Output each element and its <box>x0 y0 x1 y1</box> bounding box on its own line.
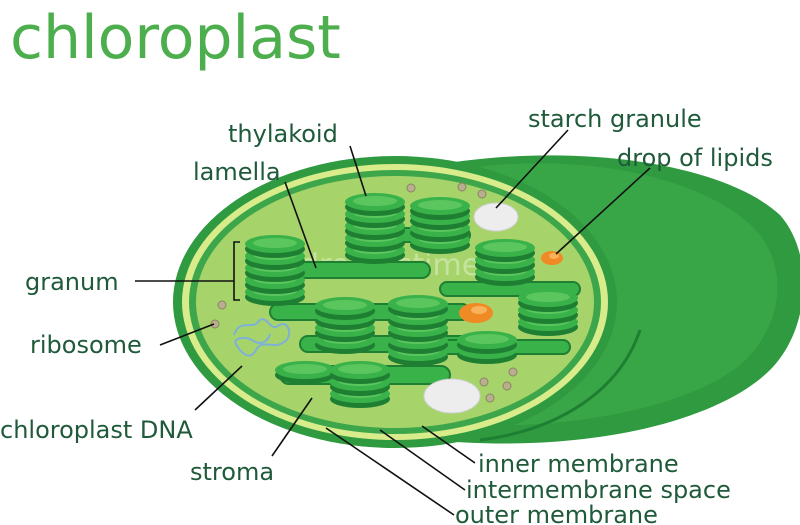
granum-stack <box>388 295 448 366</box>
lipid-drop <box>541 251 563 265</box>
starch-granule <box>423 378 481 414</box>
diagram-title: chloroplast <box>10 3 341 73</box>
label-intermembrane-space: intermembrane space <box>466 476 731 504</box>
label-inner-membrane: inner membrane <box>478 450 679 478</box>
label-starch-granule: starch granule <box>528 105 702 133</box>
label-chloroplast-dna: chloroplast DNA <box>0 416 193 444</box>
label-ribosome: ribosome <box>30 331 142 359</box>
granum-stack <box>410 197 470 254</box>
granum-stack <box>475 239 535 286</box>
granum-stack <box>518 289 578 336</box>
label-drop-of-lipids: drop of lipids <box>617 144 773 172</box>
ribosomes <box>210 182 518 403</box>
label-thylakoid: thylakoid <box>228 120 338 148</box>
granum-stack <box>245 235 305 306</box>
granum-bracket <box>233 241 240 301</box>
lipid-drop <box>459 303 493 323</box>
label-outer-membrane: outer membrane <box>455 501 658 525</box>
granum-stack <box>345 193 405 264</box>
granum-stack <box>315 297 375 354</box>
granum-stack <box>457 331 517 364</box>
label-stroma: stroma <box>190 458 274 486</box>
starch-granule <box>473 202 519 232</box>
label-lamella: lamella <box>193 158 281 186</box>
chloroplast-dna <box>233 318 291 357</box>
leader-lines <box>135 129 651 516</box>
label-granum: granum <box>25 268 119 296</box>
